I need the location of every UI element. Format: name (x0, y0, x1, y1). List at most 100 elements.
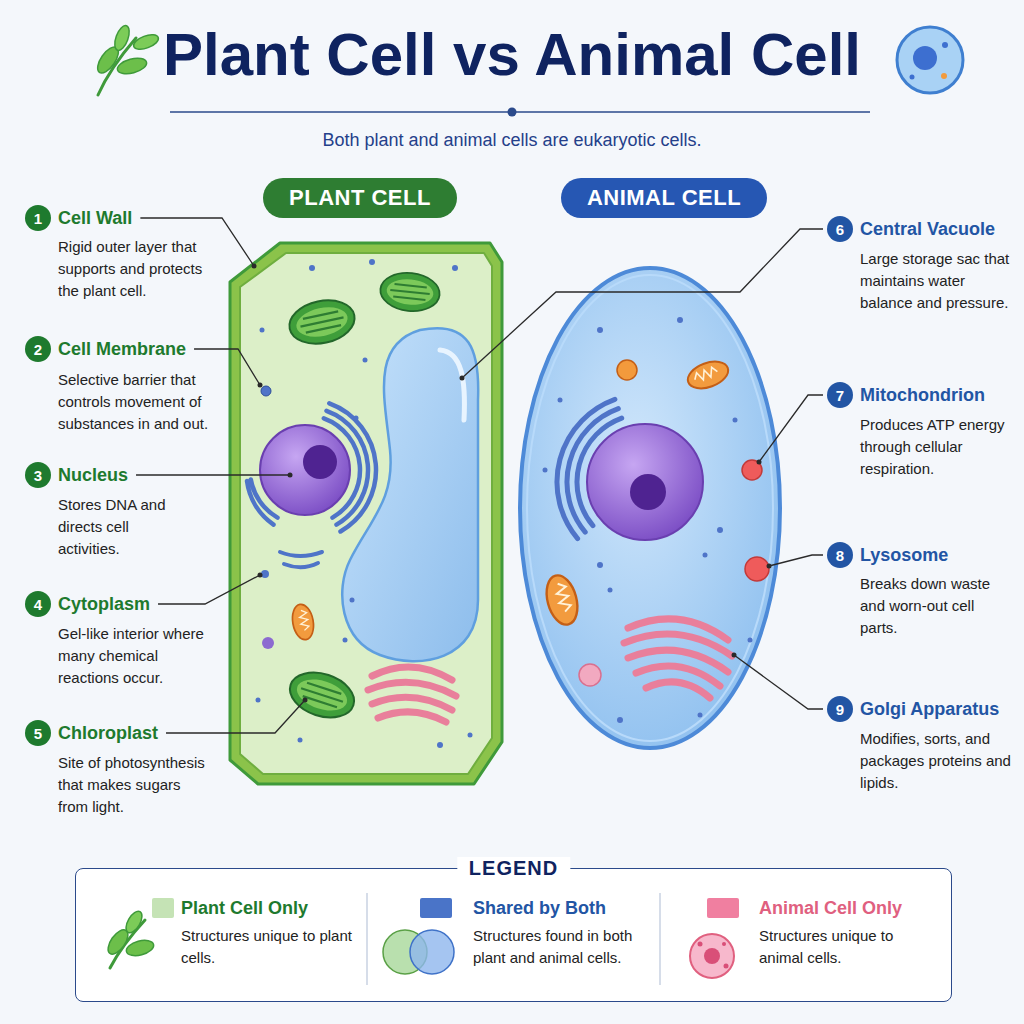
title-cell-icon-part (942, 42, 948, 48)
title-rule (170, 108, 870, 117)
plant-cell-drawing-part (256, 698, 261, 703)
plant-cell-drawing-part (350, 598, 355, 603)
legend-drawing-part (722, 942, 726, 946)
legend-swatch (707, 898, 739, 918)
legend-drawing-part (698, 942, 703, 947)
title-leaf-icon (94, 24, 161, 95)
plant-cell-drawing-part (354, 416, 359, 421)
part-name: Cell Wall (58, 207, 132, 229)
part-name: Golgi Apparatus (860, 698, 999, 720)
legend-drawing-part (123, 909, 145, 936)
legend-label: Plant Cell Only (181, 897, 308, 919)
leader-end-dot (757, 460, 762, 465)
cell-type-tag: ANIMAL CELL (561, 178, 767, 218)
animal-cell-drawing-part (617, 717, 623, 723)
callout-number: 7 (827, 382, 853, 408)
plant-cell-drawing-part (262, 637, 274, 649)
legend-drawing-part (659, 893, 661, 985)
callout-number: 4 (25, 591, 51, 617)
leader-end-dot (767, 564, 772, 569)
part-name: Cell Membrane (58, 338, 186, 360)
animal-cell-drawing-part (677, 317, 683, 323)
callout-number: 9 (827, 696, 853, 722)
leader-line (759, 395, 823, 462)
plant-cell-drawing (230, 243, 502, 784)
callout-number: 8 (827, 542, 853, 568)
legend-drawing-part (125, 938, 156, 959)
animal-cell-drawing-part (597, 327, 603, 333)
legend-drawing-part (724, 964, 729, 969)
legend-swatch (420, 898, 452, 918)
animal-cell-drawing-part (745, 557, 769, 581)
plant-cell-drawing-part (468, 733, 473, 738)
part-description: Large storage sac that maintains water b… (860, 248, 1016, 314)
plant-cell-drawing-part (261, 386, 271, 396)
animal-cell-drawing-part (558, 398, 563, 403)
legend-drawing-part (75, 868, 952, 1002)
title-cell-icon (897, 27, 963, 93)
title-leaf-icon-part (116, 55, 149, 76)
callout-number: 2 (25, 336, 51, 362)
leader-end-dot (258, 573, 263, 578)
title: Plant Cell vs Animal Cell (163, 20, 861, 90)
callout-number-text: 1 (34, 211, 42, 226)
plant-cell-drawing-part (285, 295, 358, 350)
plant-cell-drawing-part (298, 738, 303, 743)
callout-number-text: 6 (836, 222, 844, 237)
leader-line (166, 700, 305, 733)
plant-cell-drawing-part (437, 742, 443, 748)
part-name: Chloroplast (58, 722, 158, 744)
callout-number-text: 7 (836, 388, 844, 403)
title-cell-icon-part (941, 73, 947, 79)
callout-number-text: 8 (836, 548, 844, 563)
leader-line (769, 555, 823, 566)
animal-cell-drawing-part (630, 474, 666, 510)
callout-number-text: 4 (34, 597, 42, 612)
part-name: Nucleus (58, 464, 128, 486)
animal-cell-drawing-part (748, 638, 753, 643)
leader-line (194, 349, 260, 385)
title-rule-part (170, 111, 870, 113)
part-description: Selective barrier that controls movement… (58, 369, 213, 435)
leader-line (158, 575, 260, 604)
plant-cell-drawing-part (343, 638, 348, 643)
callout-number-text: 2 (34, 342, 42, 357)
legend-description: Structures unique to animal cells. (759, 925, 941, 969)
animal-cell-drawing-part (703, 553, 708, 558)
animal-cell-drawing (520, 268, 780, 748)
plant-cell-drawing-part (280, 552, 322, 567)
legend-drawing-part (410, 930, 454, 974)
leader-end-dot (258, 383, 263, 388)
animal-cell-drawing-part (733, 418, 738, 423)
title-cell-icon-part (913, 46, 937, 70)
part-description: Rigid outer layer that supports and prot… (58, 236, 208, 302)
title-cell-icon-part (897, 27, 963, 93)
callout-number-text: 3 (34, 468, 42, 483)
leader-end-dot (460, 376, 465, 381)
callout-number: 6 (827, 216, 853, 242)
part-name: Central Vacuole (860, 218, 995, 240)
callout-number-text: 5 (34, 726, 42, 741)
part-description: Stores DNA and directs cell activities. (58, 494, 176, 560)
legend-drawing-part (690, 934, 734, 978)
part-description: Site of photosynthesis that makes sugars… (58, 752, 213, 818)
animal-cell-drawing-part (542, 572, 583, 628)
plant-cell-drawing-part (363, 358, 368, 363)
part-description: Modifies, sorts, and packages proteins a… (860, 728, 1012, 794)
plant-cell-drawing-part (440, 350, 464, 420)
callout-number-text: 9 (836, 702, 844, 717)
leader-line (734, 655, 823, 709)
plant-cell-drawing-part (260, 328, 265, 333)
animal-cell-drawing-part (698, 713, 703, 718)
plant-cell-drawing-part (368, 667, 456, 722)
legend-drawing-part (366, 893, 368, 985)
part-description: Gel-like interior where many chemical re… (58, 623, 210, 689)
plant-cell-drawing-part (290, 603, 316, 642)
leader-end-dot (732, 653, 737, 658)
plant-cell-drawing-part (284, 665, 360, 725)
cell-type-tag: PLANT CELL (263, 178, 457, 218)
animal-cell-drawing-part (717, 527, 723, 533)
part-name: Lysosome (860, 544, 948, 566)
legend-description: Structures unique to plant cells. (181, 925, 359, 969)
plant-cell-drawing-part (240, 253, 492, 774)
